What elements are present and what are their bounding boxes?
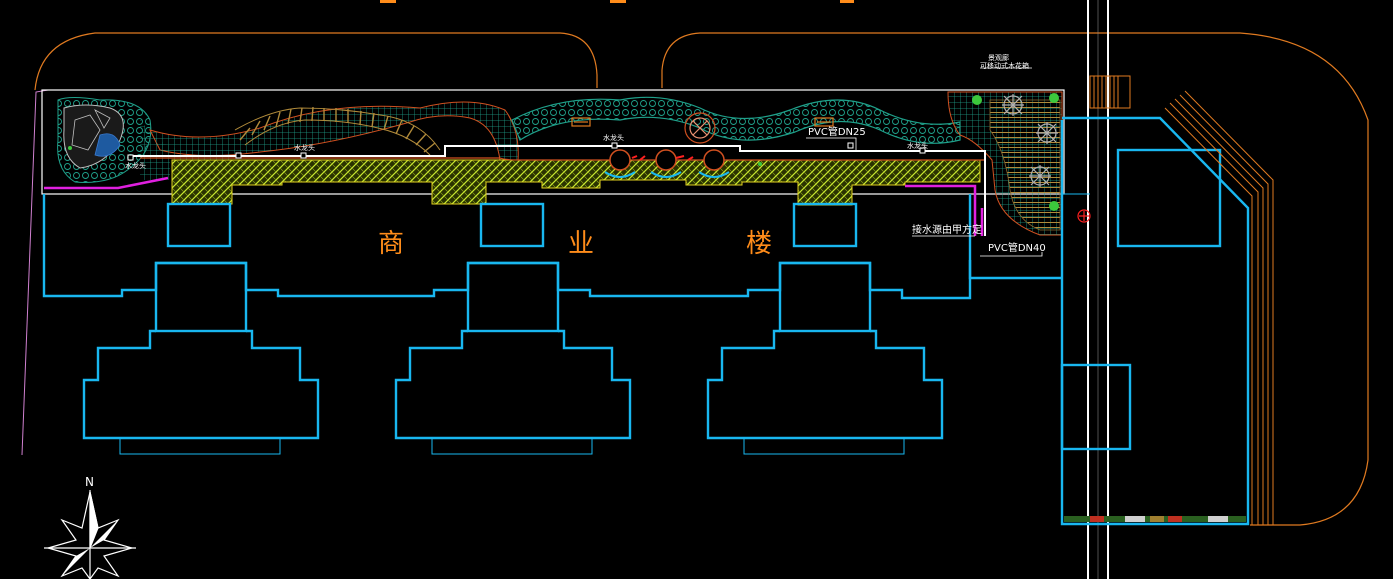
mesh-lawn-left bbox=[140, 118, 230, 180]
paving-edge-line bbox=[140, 157, 985, 161]
round-fountain-icon bbox=[684, 112, 716, 144]
round-planters bbox=[604, 149, 730, 178]
leader-lines bbox=[806, 67, 1043, 257]
pvc-dn25-label: PVC管DN25 bbox=[808, 125, 866, 138]
pebble-path bbox=[511, 96, 961, 144]
tree-symbol-icon bbox=[68, 93, 1059, 211]
top-cutoff-text bbox=[380, 0, 854, 3]
site-boundary bbox=[34, 32, 1369, 526]
faucet-label: 水龙头 bbox=[125, 161, 146, 170]
paving-area bbox=[171, 159, 981, 206]
left-property-line bbox=[21, 89, 49, 456]
bench-icon bbox=[571, 117, 834, 127]
faucet-markers bbox=[127, 142, 926, 161]
planting-strip bbox=[1064, 516, 1246, 522]
building-label-char: 商 bbox=[378, 229, 404, 259]
building-outlines bbox=[42, 116, 1250, 526]
faucet-label: 水龙头 bbox=[294, 143, 315, 152]
water-source-label: 接水源由甲方定 bbox=[912, 223, 982, 236]
pavilion-title: 景观廊 bbox=[988, 53, 1009, 62]
hydrant-icon bbox=[1077, 209, 1091, 223]
building-label-char: 楼 bbox=[746, 229, 772, 259]
pavilion-subtitle: 可移动式木花箱 bbox=[980, 61, 1029, 70]
garden-strip-outline bbox=[41, 89, 1065, 195]
parasol-table-icon bbox=[1002, 94, 1058, 187]
faucet-label: 水龙头 bbox=[603, 133, 624, 142]
pvc-dn40-label: PVC管DN40 bbox=[988, 241, 1046, 254]
building-label: 商 业 楼 bbox=[378, 229, 772, 259]
steps bbox=[1089, 75, 1131, 109]
drainage-lines bbox=[44, 176, 984, 236]
water-supply-pipe bbox=[129, 145, 986, 236]
annotation-texts: 水龙头 水龙头 水龙头 水龙头 PVC管DN25 接水源由甲方定 PVC管DN4… bbox=[125, 53, 1046, 254]
rockery-pond bbox=[57, 97, 152, 183]
building-inner-lines bbox=[119, 193, 1090, 455]
faucet-label: 水龙头 bbox=[907, 141, 928, 150]
wooden-deck bbox=[234, 106, 441, 156]
north-arrow-icon: N bbox=[44, 475, 136, 579]
building-label-char: 业 bbox=[568, 229, 594, 259]
road-lines bbox=[1087, 0, 1109, 579]
slope-hatch bbox=[1164, 90, 1274, 525]
north-label: N bbox=[85, 475, 94, 489]
